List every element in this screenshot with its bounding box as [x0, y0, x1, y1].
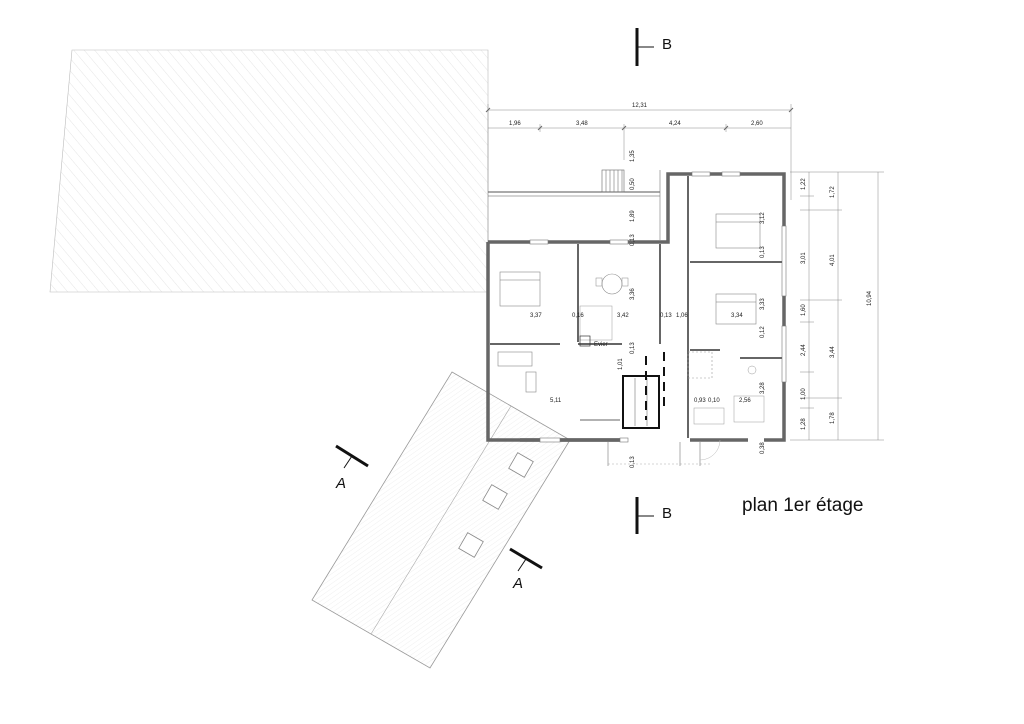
section-marker-a-right: A: [509, 547, 543, 592]
skylight-2: [482, 484, 508, 510]
dim-right-outer-4: 1,78: [830, 412, 836, 424]
dim-bath-b: 0,10: [708, 398, 720, 404]
dim-stair-mid: 0,50: [630, 178, 636, 190]
exterior-walls: [486, 172, 786, 442]
fixture-label: Evier: [594, 342, 608, 348]
dim-top-seg-3: 4,24: [669, 121, 681, 127]
bed-2: [715, 213, 761, 249]
dim-living-width: 5,11: [550, 398, 562, 404]
dim-right-inner-1: 1,22: [801, 178, 807, 190]
section-label-b-top: B: [662, 36, 672, 53]
section-label-a-left: A: [335, 475, 346, 492]
dim-corr-v1: 0,13: [630, 342, 636, 354]
dim-bedroom3-height: 3,33: [760, 298, 766, 310]
dim-overall-height: 10,94: [867, 290, 873, 306]
bed-1: [499, 271, 541, 307]
plan-title: plan 1er étage: [742, 495, 864, 516]
kitchen-counter: [579, 305, 613, 341]
terrace-outline: [488, 170, 661, 240]
dim-wall-c: 0,13: [760, 246, 766, 258]
dim-overall-width: 12,31: [632, 103, 648, 109]
sink-fixture: [579, 335, 591, 347]
dim-bedroom1-width: 3,37: [530, 313, 542, 319]
section-marker-a-left: A: [335, 444, 369, 492]
dim-right-inner-5: 1,00: [801, 388, 807, 400]
dim-top-seg-4: 2,60: [751, 121, 763, 127]
internal-stair: [622, 351, 713, 429]
dim-bottom-offset: 0,38: [760, 442, 766, 454]
dim-top-seg-1: 1,96: [509, 121, 521, 127]
dim-right-inner-4: 2,44: [801, 344, 807, 356]
interior-walls: [490, 176, 782, 438]
dim-bottom-wall: 0,13: [630, 456, 636, 468]
furniture: Evier: [497, 213, 765, 425]
dim-wall-b: 0,13: [660, 313, 672, 319]
dim-bath-a: 0,93: [694, 398, 706, 404]
room-dimension-labels: 3,37 0,16 3,42 3,36 0,13 1,06 3,34 5,11 …: [530, 150, 766, 468]
round-table: [601, 273, 623, 295]
dim-bedroom4-height: 3,12: [760, 212, 766, 224]
dim-stair-top: 1,35: [630, 150, 636, 162]
dim-right-outer-3: 3,44: [830, 346, 836, 358]
skylight-1: [508, 452, 534, 478]
top-dimension-chain: 12,31 1,96 3,48 4,24 2,60: [485, 103, 794, 440]
dim-wall-d: 0,12: [760, 326, 766, 338]
section-label-a-right: A: [512, 575, 523, 592]
right-dimension-chain: 10,94 1,72 4,01 3,44 1,78 1,22 3,01 1,60…: [760, 171, 884, 454]
dim-right-inner-6: 1,28: [801, 418, 807, 430]
dim-stair-wall: 0,13: [630, 234, 636, 246]
dim-corr-v2: 1,01: [618, 358, 624, 370]
dim-right-inner-3: 1,60: [801, 304, 807, 316]
dim-bedroom3-width: 3,34: [731, 313, 743, 319]
section-marker-b-top: B: [635, 28, 672, 66]
section-label-b-bottom: B: [662, 505, 672, 522]
dim-right-inner-2: 3,01: [801, 252, 807, 264]
skylight-3: [458, 532, 484, 558]
hatched-terrain: [49, 49, 489, 293]
dim-bath-height: 3,28: [760, 382, 766, 394]
section-marker-b-bottom: B: [635, 497, 672, 534]
entrance-details: [607, 439, 721, 466]
dim-room2-height: 3,36: [630, 288, 636, 300]
dim-stair-low: 1,89: [630, 210, 636, 222]
window-marks: [529, 171, 787, 443]
dim-corridor-width: 1,06: [676, 313, 688, 319]
bed-3: [715, 293, 757, 325]
dim-wall-a: 0,16: [572, 313, 584, 319]
dim-right-outer-1: 1,72: [830, 186, 836, 198]
sofa: [497, 351, 533, 367]
dim-bath-c: 2,56: [739, 398, 751, 404]
external-stair: [601, 169, 625, 193]
dim-top-seg-2: 3,48: [576, 121, 588, 127]
dim-right-outer-2: 4,01: [830, 254, 836, 266]
dim-room2-width: 3,42: [617, 313, 629, 319]
roof-annex: [311, 371, 571, 669]
